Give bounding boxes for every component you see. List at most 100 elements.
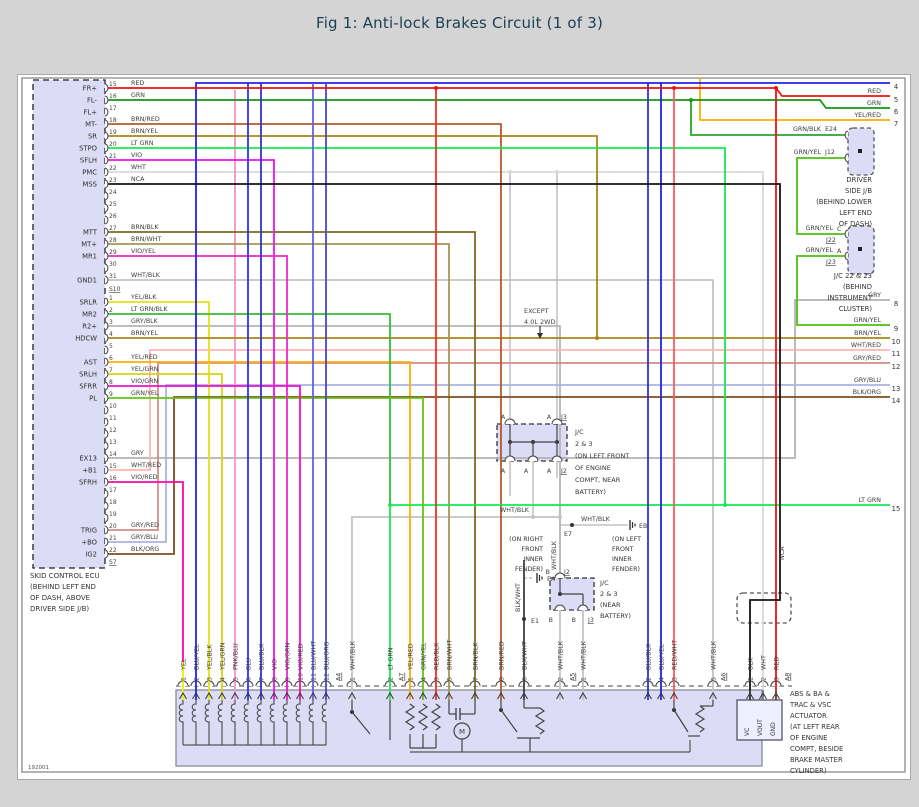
- signal-name: EX13: [79, 455, 97, 463]
- wire: [105, 361, 411, 686]
- connector-scallop: [527, 455, 539, 462]
- pin-number: 28: [109, 237, 117, 244]
- connector-group-label: A6: [721, 673, 728, 681]
- coil-symbol: [191, 700, 197, 745]
- right-edge-number: 13: [892, 385, 901, 393]
- wire-color-label: WHT/BLK: [131, 272, 161, 279]
- bottom-pin-number: 1: [408, 677, 415, 681]
- right-edge-number: 15: [892, 505, 901, 513]
- pin-arc: [104, 167, 109, 177]
- pin-number: 8: [109, 379, 113, 386]
- bottom-pin-label: WHT/BLK: [558, 640, 565, 670]
- chevron-pin-icon: [205, 692, 213, 700]
- bottom-pin-label: BLU/WHT: [311, 641, 318, 670]
- resistor-symbol: [534, 707, 546, 735]
- pin-arc: [104, 345, 109, 355]
- bottom-pin-number: 4: [659, 677, 666, 681]
- bottom-pin-label: BLU: [246, 657, 253, 670]
- connector-group-label: A5: [570, 673, 577, 681]
- wire-color-label: GRN/YEL: [806, 247, 834, 254]
- connector-separator-label: S7: [109, 559, 117, 566]
- connector-id: J12: [824, 149, 835, 156]
- signal-name: MTT: [83, 229, 98, 237]
- signal-name: FR+: [83, 85, 97, 93]
- wire-junction: [595, 336, 599, 340]
- wire-color-label: VIO/YEL: [131, 248, 156, 255]
- pin-number: 2: [109, 307, 113, 314]
- connector-scallop: [551, 418, 563, 425]
- right-edge-number: 12: [892, 363, 901, 371]
- wire: [105, 396, 890, 555]
- caption: J/C: [599, 579, 609, 587]
- caption: ACTUATOR: [790, 712, 827, 720]
- bottom-pin-number: 5: [233, 677, 240, 681]
- wire-color-label: GRY/RED: [131, 522, 159, 529]
- vc-label: VOUT: [757, 719, 764, 736]
- pin-arc: [104, 333, 109, 343]
- ecu-box: [32, 79, 106, 569]
- wire-color-label: BRN/YEL: [131, 128, 158, 135]
- caption: BATTERY): [600, 612, 631, 620]
- vc-label: VC: [744, 728, 751, 736]
- connector-separator-label: S10: [109, 286, 121, 293]
- wire-color-label: VIO/GRN: [131, 378, 158, 385]
- connector-id: E24: [825, 126, 837, 133]
- caption: COMPT, NEAR: [575, 476, 621, 484]
- pass-connector-box: [736, 592, 792, 624]
- pin-number: 5: [109, 343, 113, 350]
- wire: [105, 159, 275, 686]
- connector-id: J2: [560, 468, 567, 475]
- except-note: EXCEPT: [524, 307, 549, 315]
- chevron-pin-icon: [309, 692, 317, 700]
- wire-color-label: WHT: [131, 164, 146, 171]
- signal-name: MT-: [85, 121, 97, 129]
- wire-color-label: WHT/BLK: [551, 540, 558, 570]
- pin-tag: B: [549, 617, 553, 624]
- right-edge-number: 11: [892, 350, 901, 358]
- caption: BATTERY): [575, 488, 606, 496]
- pin-arc: [104, 477, 109, 487]
- wire-junction: [555, 170, 559, 174]
- pin-arc: [104, 95, 109, 105]
- pin-tag: A: [524, 468, 529, 475]
- bottom-pin-label: BRN/BLK: [473, 642, 480, 670]
- chevron-pin-icon: [257, 692, 265, 700]
- pin-arc: [104, 321, 109, 331]
- chevron-pin-icon: [670, 692, 678, 700]
- connector-scallop: [554, 604, 566, 611]
- caption: OF ENGINE: [790, 734, 827, 742]
- pin-arc: [104, 155, 109, 165]
- bottom-pin-number: 11: [311, 673, 318, 681]
- coil-symbol: [295, 700, 301, 745]
- wire-color-label: GRN/YEL: [794, 149, 822, 156]
- pin-number: 9: [109, 391, 113, 398]
- pin-number: 21: [109, 535, 117, 542]
- pin-arc: [104, 227, 109, 237]
- signal-name: SR: [88, 133, 97, 141]
- pin-number: 20: [109, 141, 117, 148]
- right-edge-label: LT GRN: [859, 497, 882, 504]
- signal-name: SRLR: [79, 299, 97, 307]
- bottom-pin-label: WHT/BLK: [350, 640, 357, 670]
- pin-number: 7: [109, 367, 113, 374]
- bottom-pin-number: 6: [246, 677, 253, 681]
- connector-group-label: A7: [399, 673, 406, 681]
- wire-junction: [388, 503, 392, 507]
- caption: FRONT: [521, 546, 543, 553]
- signal-name: SFRR: [79, 383, 97, 391]
- arrow-icon: [537, 333, 543, 339]
- signal-name: SRLH: [79, 371, 97, 379]
- caption: J/C 22 & 23: [833, 272, 872, 280]
- wire: [105, 397, 424, 686]
- wire: [796, 157, 846, 235]
- bottom-pin-label: BRN/RED: [499, 641, 506, 670]
- switch-symbol: [500, 709, 518, 733]
- pin-arc: [844, 229, 849, 239]
- pin-arc: [104, 465, 109, 475]
- chevron-pin-icon: [270, 692, 278, 700]
- pin-tag: A: [501, 414, 506, 421]
- pin-number: 25: [109, 201, 117, 208]
- connector-id: J23: [825, 259, 836, 266]
- pin-arc: [104, 537, 109, 547]
- bottom-pin-label: BLK/WHT: [522, 641, 529, 670]
